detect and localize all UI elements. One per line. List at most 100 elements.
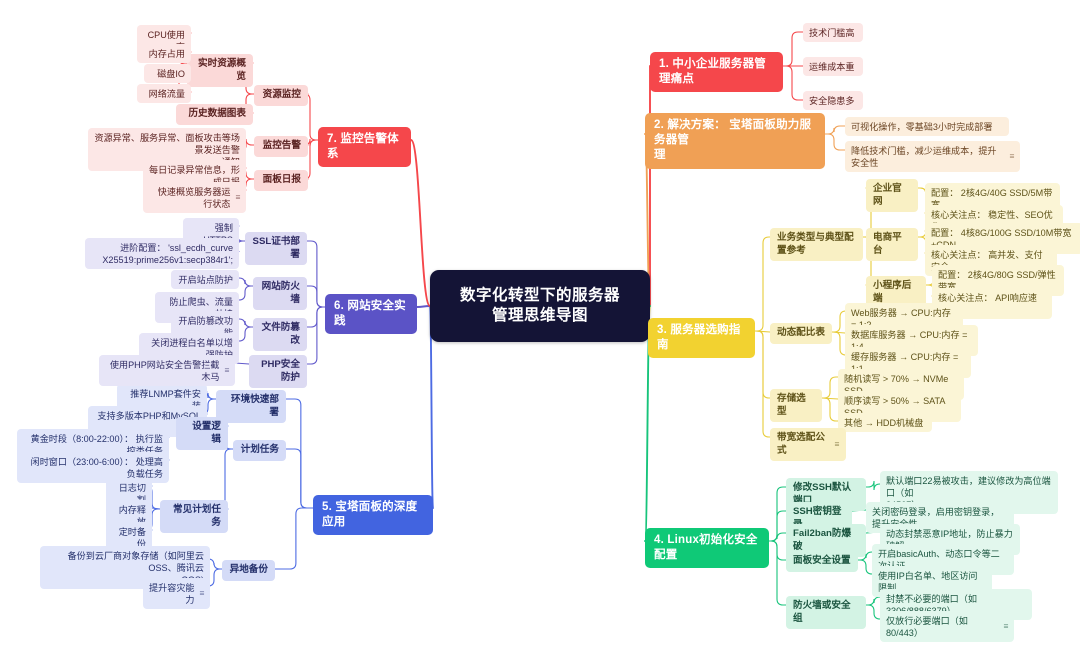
topic-node-b7a[interactable]: 资源监控 [254, 85, 308, 106]
topic-node-b1c2[interactable]: 安全隐患多 [803, 91, 863, 110]
node-label: 6. 网站安全实践 [334, 300, 406, 328]
node-label: 每日记录异常信息，形成日报 [149, 164, 240, 187]
topic-node-b3a[interactable]: 业务类型与典型配置参考 [770, 228, 863, 262]
topic-node-b5b2[interactable]: 常见计划任务 [160, 500, 228, 534]
node-label: 防火墙或安全组 [793, 600, 851, 624]
node-label: 带宽选配公式 [777, 432, 825, 456]
node-label: 内存释放 [118, 504, 146, 527]
topic-node-b7c1[interactable]: 快速概览服务器运行状态 ≡ [143, 182, 246, 213]
topic-node-b5b[interactable]: 计划任务 [233, 440, 286, 461]
topic-node-b6c[interactable]: 文件防篡改 [253, 318, 307, 352]
topic-node-b7a0c[interactable]: 磁盘IO [144, 64, 191, 83]
topic-node-b4e[interactable]: 防火墙或安全组 [786, 596, 866, 630]
topic-node-b6a1[interactable]: 进阶配置： 'ssl_ecdh_curve X25519:prime256v1:… [85, 238, 239, 269]
node-label: 技术门槛高 [809, 27, 855, 38]
topic-node-b3a1[interactable]: 企业官网 [866, 179, 918, 213]
node-label: SSL证书部署 [252, 236, 300, 260]
node-label: 其他 → HDD机械盘 [844, 417, 924, 428]
node-label: 使用IP白名单、地区访问限制 [878, 570, 978, 593]
topic-node-b6d[interactable]: PHP安全防护 [249, 355, 307, 389]
node-label: 快速概览服务器运行状态 [157, 186, 231, 209]
topic-node-b2c1[interactable]: 降低技术门槛，减少运维成本，提升安全性 ≡ [845, 141, 1020, 172]
node-label: 修改SSH默认端口 [793, 482, 852, 506]
node-label: 关闭进程白名单以增强防护 [151, 337, 233, 360]
node-label: 3. 服务器选购指南 [657, 324, 741, 352]
branch-node-b6[interactable]: 6. 网站安全实践 [325, 294, 417, 335]
node-label: 网站防火墙 [261, 281, 300, 305]
branch-node-b5[interactable]: 5. 宝塔面板的深度应用 [313, 495, 433, 536]
node-label: 环境快速部署 [231, 394, 279, 418]
branch-node-b1[interactable]: 1. 中小企业服务器管理痛点 [650, 52, 783, 93]
topic-node-b6b0[interactable]: 开启站点防护 [171, 270, 239, 289]
topic-node-b6d0[interactable]: 使用PHP网站安全告警拦截木马 ≡ [99, 355, 235, 386]
node-label: 面板日报 [262, 174, 301, 185]
node-label: 随机读写 > 70% → NVMe SSD [844, 373, 949, 396]
node-label: 可视化操作，零基础3小时完成部署 [851, 121, 993, 132]
note-icon[interactable]: ≡ [1003, 620, 1009, 631]
topic-node-b3c[interactable]: 存储选型 [770, 389, 822, 423]
branch-node-b7[interactable]: 7. 监控告警体系 [318, 127, 411, 168]
topic-node-b7b[interactable]: 监控告警 [254, 136, 308, 157]
topic-node-b1c1[interactable]: 运维成本重 [803, 57, 863, 76]
node-label: 网络流量 [148, 88, 185, 99]
node-label: 磁盘IO [157, 68, 185, 79]
topic-node-b6b[interactable]: 网站防火墙 [253, 277, 307, 311]
topic-node-b3a2[interactable]: 电商平台 [866, 228, 918, 262]
note-icon[interactable]: ≡ [199, 587, 205, 598]
note-icon[interactable]: ≡ [1009, 150, 1015, 161]
topic-node-b7a1[interactable]: 历史数据图表 [176, 104, 253, 125]
node-label: 顺序读写 > 50% → SATA SSD [844, 395, 945, 418]
node-label: 资源监控 [262, 89, 301, 100]
node-label: 面板安全设置 [793, 555, 851, 566]
node-label: 缓存服务器 → CPU:内存 = 1:1 [851, 351, 959, 374]
topic-node-b3c2[interactable]: 其他 → HDD机械盘 [838, 413, 932, 432]
node-label: 日志切割 [118, 482, 146, 505]
node-label: 文件防篡改 [261, 322, 300, 346]
node-label: 闲时窗口（23:00-6:00）： 处理高负载任务 [30, 456, 163, 479]
topic-node-b5c1[interactable]: 提升容灾能力 ≡ [143, 578, 210, 609]
topic-node-b3d[interactable]: 带宽选配公式 ≡ [770, 428, 846, 462]
node-label: 设置逻辑 [192, 421, 221, 445]
node-label: 内存占用 [148, 48, 185, 59]
branch-node-b3[interactable]: 3. 服务器选购指南 [648, 318, 755, 359]
note-icon[interactable]: ≡ [834, 439, 840, 450]
node-label: 1. 中小企业服务器管理痛点 [659, 58, 766, 86]
topic-node-b2c0[interactable]: 可视化操作，零基础3小时完成部署 [845, 117, 1009, 136]
topic-node-b6a[interactable]: SSL证书部署 [245, 232, 307, 266]
node-label: 4. Linux初始化安全配置 [654, 534, 758, 562]
node-label: 异地备份 [229, 564, 268, 575]
topic-node-b7a0b[interactable]: 内存占用 [137, 44, 191, 63]
topic-node-b7a0d[interactable]: 网络流量 [137, 84, 191, 103]
topic-node-b7c[interactable]: 面板日报 [254, 170, 308, 191]
node-label: 降低技术门槛，减少运维成本，提升安全性 [851, 145, 997, 168]
branch-node-b2[interactable]: 2. 解决方案： 宝塔面板助力服务器管 理 [645, 113, 825, 169]
note-icon[interactable]: ≡ [224, 364, 230, 375]
topic-node-b3b[interactable]: 动态配比表 [770, 323, 832, 344]
branch-node-b4[interactable]: 4. Linux初始化安全配置 [645, 528, 769, 569]
note-icon[interactable]: ≡ [235, 191, 241, 202]
node-label: 动态配比表 [777, 327, 825, 338]
node-label: 使用PHP网站安全告警拦截木马 [109, 359, 220, 382]
node-label: 配置： 2核4G/80G SSD/弹性带宽 [938, 269, 1056, 292]
topic-node-b5a[interactable]: 环境快速部署 [216, 390, 286, 424]
topic-node-b7a0[interactable]: 实时资源概览 [187, 54, 253, 88]
topic-node-b4e1[interactable]: 仅放行必要端口（如80/443）≡ [880, 611, 1014, 642]
root-node[interactable]: 数字化转型下的服务器 管理思维导图 [430, 270, 650, 342]
node-label: 配置： 4核8G/100G SSD/10M带宽+CDN [931, 227, 1072, 250]
node-label: 推荐LNMP套件安装 [130, 388, 201, 411]
node-label: 数据库服务器 → CPU:内存 = 1:4 [851, 329, 968, 352]
topic-node-b4d[interactable]: 面板安全设置 [786, 551, 858, 572]
topic-node-b5b1y[interactable]: 闲时窗口（23:00-6:00）： 处理高负载任务 [17, 452, 169, 483]
topic-node-b1c0[interactable]: 技术门槛高 [803, 23, 863, 42]
node-label: 黄金时段（8:00-22:00）： 执行监控类任务 [30, 433, 163, 456]
node-label: 定时备份 [118, 526, 146, 549]
topic-node-b5c[interactable]: 异地备份 [222, 560, 275, 581]
node-label: Fail2ban防爆破 [793, 528, 852, 552]
node-label: 电商平台 [873, 232, 902, 256]
topic-node-b5b1[interactable]: 设置逻辑 [176, 417, 228, 451]
node-label: 5. 宝塔面板的深度应用 [322, 501, 418, 529]
node-label: 7. 监控告警体系 [327, 133, 399, 161]
node-label: 提升容灾能力 [149, 582, 195, 605]
node-label: Web服务器 → CPU:内存 = 1:2 [851, 307, 951, 330]
